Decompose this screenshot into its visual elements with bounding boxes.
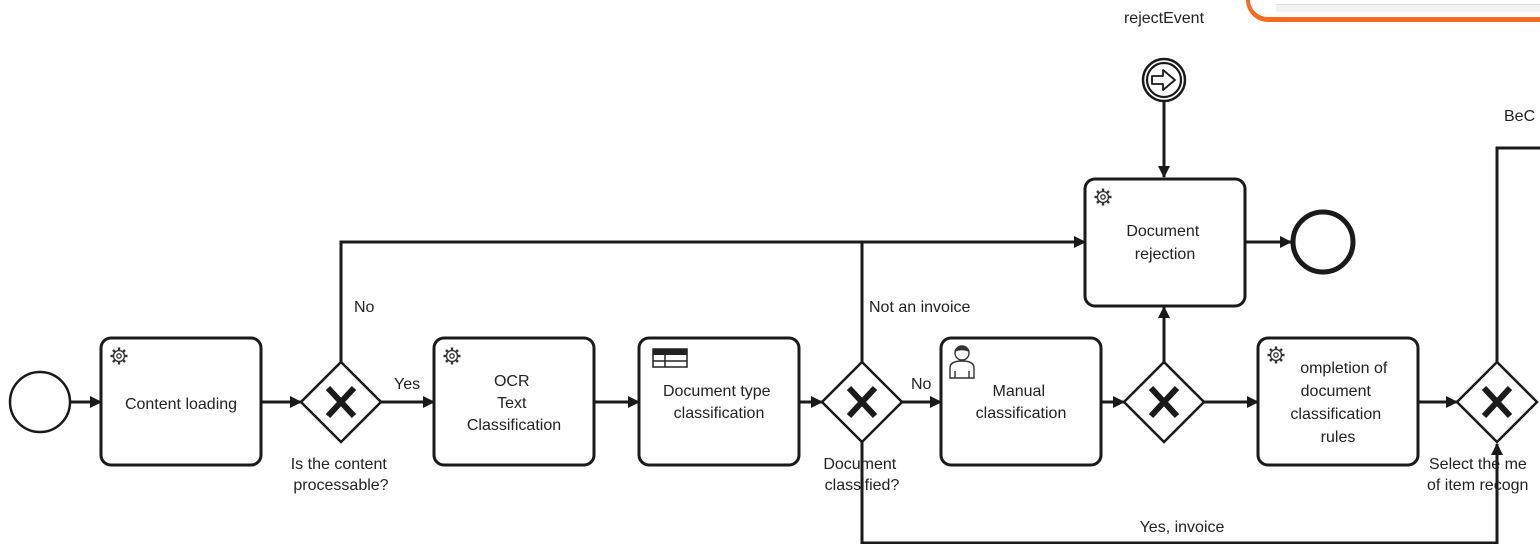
start-event[interactable] bbox=[8, 370, 72, 434]
flow-label-no: No bbox=[911, 376, 932, 393]
reject-event-label: rejectEvent bbox=[1124, 10, 1205, 27]
task-label: Document rejection bbox=[1126, 223, 1203, 263]
gateway-label: Is the content processable? bbox=[291, 456, 392, 494]
gateway-label: Document classified? bbox=[823, 456, 900, 494]
task-document-rejection[interactable]: Document rejection bbox=[1083, 177, 1247, 308]
minimap-strip bbox=[1276, 4, 1540, 12]
task-ocr-text-classification[interactable]: OCR Text Classification bbox=[432, 336, 596, 467]
flow-g2-yes-invoice[interactable] bbox=[860, 442, 1503, 544]
end-event[interactable] bbox=[1290, 209, 1356, 275]
gateway-document-classified[interactable] bbox=[820, 360, 904, 444]
task-label: OCR Text Classification bbox=[467, 373, 561, 434]
gateway-label: Select the me of item recogn bbox=[1427, 456, 1531, 494]
x-icon bbox=[325, 385, 357, 419]
flow-label-yes: Yes bbox=[394, 376, 420, 393]
arrow-right-icon bbox=[1151, 69, 1176, 91]
x-icon bbox=[1148, 385, 1180, 419]
task-label: ompletion of document classification rul… bbox=[1290, 360, 1391, 446]
task-label: Content loading bbox=[125, 396, 237, 413]
flow-label-not-invoice: Not an invoice bbox=[869, 299, 970, 316]
task-completion-of-classification-rules[interactable]: ompletion of document classification rul… bbox=[1256, 336, 1420, 467]
sequence-flows bbox=[70, 101, 1540, 544]
minimap-thumbnail[interactable] bbox=[1246, 0, 1540, 22]
flow-g1-no[interactable] bbox=[339, 236, 1086, 362]
reject-event[interactable] bbox=[1141, 57, 1187, 103]
user-icon bbox=[949, 345, 975, 379]
task-label: Document type classification bbox=[663, 383, 775, 422]
task-document-type-classification[interactable]: Document type classification bbox=[637, 336, 801, 467]
x-icon bbox=[1481, 385, 1513, 419]
gateway-manual-result[interactable] bbox=[1122, 360, 1206, 444]
flow-label-no: No bbox=[354, 299, 375, 316]
gateway-select-method[interactable] bbox=[1455, 360, 1539, 444]
flow-label-bec: BeC bbox=[1504, 108, 1535, 125]
gateway-content-processable[interactable] bbox=[299, 360, 383, 444]
x-icon bbox=[846, 385, 878, 419]
flow-g4-to-bec[interactable] bbox=[1495, 146, 1540, 362]
task-content-loading[interactable]: Content loading bbox=[99, 336, 263, 467]
task-label: Manual classification bbox=[976, 383, 1067, 422]
flow-label-yes-invoice: Yes, invoice bbox=[1140, 519, 1225, 536]
table-icon bbox=[652, 348, 688, 368]
task-manual-classification[interactable]: Manual classification bbox=[939, 336, 1103, 467]
